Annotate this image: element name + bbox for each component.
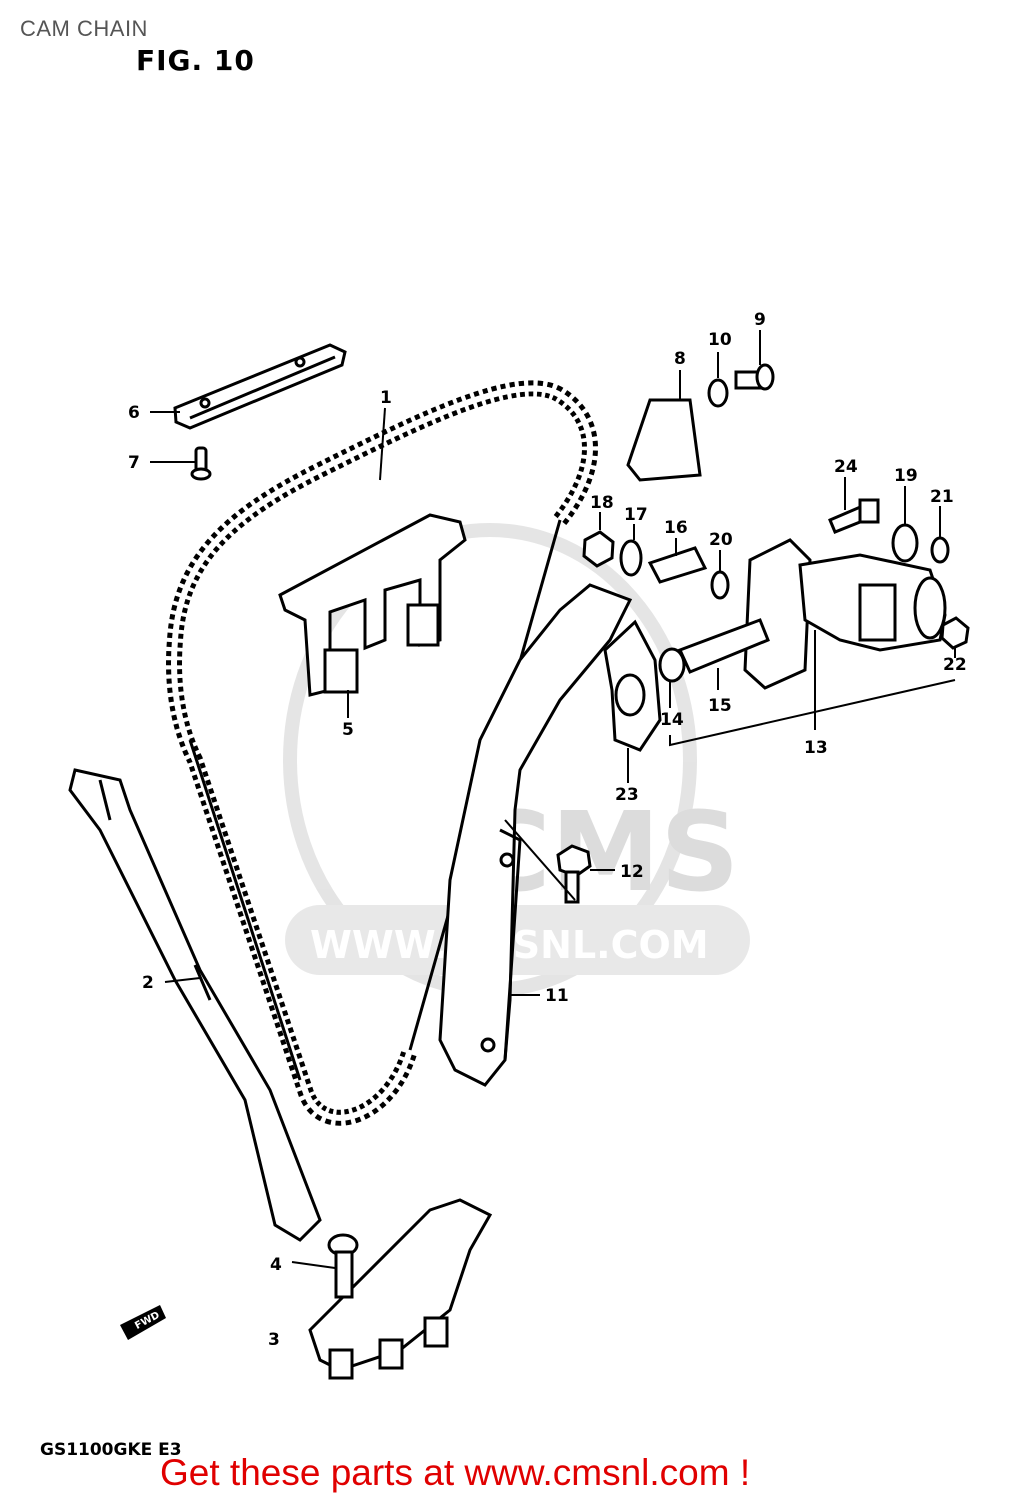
part-24-bolt	[828, 498, 880, 534]
part-4-bolt	[327, 1233, 359, 1299]
part-23-gasket	[603, 619, 662, 752]
callout-1: 1	[380, 388, 392, 408]
part-2-left-chain-guide	[68, 768, 322, 1242]
part-6-upper-guide	[173, 343, 347, 430]
part-21-washer	[930, 536, 950, 564]
part-17-washer	[619, 539, 643, 577]
part-13-tensioner-assembly	[743, 538, 947, 690]
callout-19: 19	[894, 466, 918, 486]
part-15-spring	[677, 618, 770, 674]
callout-6: 6	[128, 403, 140, 423]
part-10-washer	[707, 378, 729, 408]
callout-21: 21	[930, 487, 954, 507]
callout-labels: 1 2 3 4 5 6 7 8 9 10 11 12 13 14 15 16 1…	[128, 310, 967, 1350]
callout-7: 7	[128, 453, 140, 473]
callout-22: 22	[943, 655, 967, 675]
part-8-cover	[626, 398, 702, 482]
callout-14: 14	[660, 710, 684, 730]
callout-5: 5	[342, 720, 354, 740]
callout-4: 4	[270, 1255, 282, 1275]
leader-lines	[150, 330, 956, 1269]
part-5-chain-guide	[278, 513, 467, 697]
part-18-nut	[582, 530, 615, 568]
callout-8: 8	[674, 349, 686, 369]
callout-9: 9	[754, 310, 766, 330]
callout-23: 23	[615, 785, 639, 805]
callout-15: 15	[708, 696, 732, 716]
callout-13: 13	[804, 738, 828, 758]
callout-2: 2	[142, 973, 154, 993]
callout-20: 20	[709, 530, 733, 550]
parts-shop-link[interactable]: Get these parts at www.cmsnl.com !	[160, 1452, 751, 1493]
callout-3: 3	[268, 1330, 280, 1350]
figure-label: FIG. 10	[136, 44, 255, 77]
part-19-o-ring	[891, 523, 919, 563]
callout-16: 16	[664, 518, 688, 538]
part-14-pushrod	[658, 647, 686, 683]
callout-17: 17	[624, 505, 648, 525]
part-7-bolt	[190, 446, 212, 481]
part-1-cam-chain	[166, 380, 598, 1126]
part-11-tensioner-guide	[438, 583, 633, 1087]
part-16-spring-rod	[647, 546, 708, 584]
part-9-bolt	[734, 363, 775, 391]
model-code: GS1100GKE E3	[40, 1440, 182, 1460]
part-20-o-ring	[710, 570, 730, 600]
callout-10: 10	[708, 330, 732, 350]
callout-11: 11	[545, 986, 569, 1006]
page-title: CAM CHAIN	[20, 16, 148, 41]
part-22-nut	[940, 616, 970, 650]
callout-24: 24	[834, 457, 858, 477]
callout-18: 18	[590, 493, 614, 513]
fwd-direction-arrow: FWD	[120, 1305, 166, 1340]
callout-12: 12	[620, 862, 644, 882]
part-3-lower-guide	[308, 1198, 493, 1380]
